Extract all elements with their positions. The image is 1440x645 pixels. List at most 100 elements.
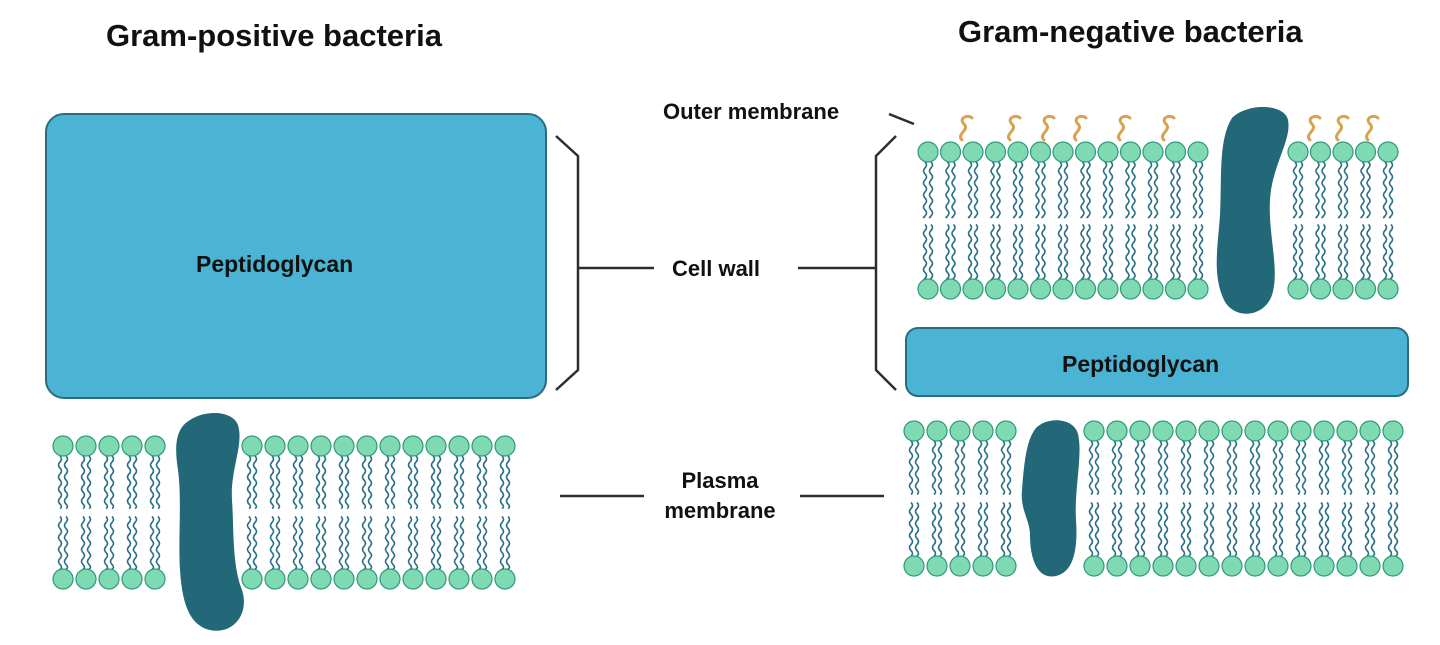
lipid-tail bbox=[390, 455, 396, 510]
phospholipid-head bbox=[1359, 555, 1381, 577]
phospholipid-head bbox=[1221, 555, 1243, 577]
lipid-tail bbox=[63, 455, 69, 510]
phospholipid-head bbox=[1354, 141, 1377, 163]
lipid-tail bbox=[1147, 223, 1153, 281]
phospholipid-head bbox=[1332, 141, 1354, 163]
lipid-tail bbox=[1343, 223, 1349, 281]
lipid-tail bbox=[1153, 223, 1159, 281]
phospholipid-head bbox=[1309, 278, 1332, 300]
lipid-tail bbox=[126, 515, 132, 570]
phospholipid-head bbox=[1142, 278, 1164, 300]
lipid-tail bbox=[252, 455, 258, 510]
lipid-tail bbox=[1147, 161, 1153, 219]
phospholipid-head bbox=[402, 435, 424, 457]
lipid-tail bbox=[1111, 501, 1117, 557]
lipid-tail bbox=[499, 515, 505, 570]
phospholipid-head bbox=[1083, 420, 1105, 442]
lipid-tail bbox=[1364, 501, 1370, 557]
lipid-tail bbox=[1086, 223, 1091, 281]
lipid-tail bbox=[967, 223, 973, 281]
phospholipid-head bbox=[1198, 420, 1220, 442]
lipid-tail bbox=[155, 455, 161, 510]
lipid-tail bbox=[505, 455, 511, 510]
lipid-tail bbox=[1198, 161, 1204, 219]
phospholipid-head bbox=[144, 435, 166, 457]
lipid-tail bbox=[1366, 223, 1371, 281]
lipid-tail bbox=[1315, 223, 1320, 281]
phospholipid-head bbox=[1106, 555, 1128, 577]
lipid-tail bbox=[1301, 440, 1307, 496]
lipid-tail bbox=[413, 455, 419, 510]
lipid-tail bbox=[1063, 223, 1069, 281]
phospholipid-head bbox=[144, 568, 166, 590]
lipid-tail bbox=[1226, 440, 1232, 496]
phospholipid-head bbox=[1309, 141, 1332, 163]
lipid-tail bbox=[1301, 501, 1307, 557]
lipid-tail bbox=[1393, 440, 1399, 496]
lipid-tail bbox=[973, 161, 979, 219]
phospholipid-head bbox=[1332, 278, 1354, 300]
cell-wall-bracket-left bbox=[555, 135, 580, 391]
lipid-tail bbox=[1086, 161, 1091, 219]
phospholipid-head bbox=[52, 435, 74, 457]
phospholipid-head bbox=[1175, 420, 1197, 442]
phospholipid-head bbox=[1382, 555, 1404, 577]
lipid-tail bbox=[103, 455, 109, 510]
lipid-tail bbox=[908, 501, 914, 557]
phospholipid-head bbox=[939, 278, 962, 300]
phospholipid-head bbox=[1359, 420, 1381, 442]
lipid-tail bbox=[453, 455, 459, 510]
lipid-tail bbox=[1134, 440, 1140, 496]
cell-wall-bracket-right bbox=[874, 135, 897, 391]
lipid-tail bbox=[1324, 501, 1330, 557]
phospholipid-head bbox=[379, 435, 401, 457]
lipid-tail bbox=[1163, 501, 1169, 557]
carbohydrate-chain bbox=[1307, 114, 1322, 142]
phospholipid-head bbox=[984, 278, 1007, 300]
lipid-tail bbox=[1041, 161, 1046, 219]
lipid-tail bbox=[1012, 223, 1018, 281]
lipid-tail bbox=[1117, 501, 1123, 557]
lipid-tail bbox=[1249, 440, 1255, 496]
lipid-tail bbox=[1360, 161, 1365, 219]
lipid-tail bbox=[1337, 161, 1343, 219]
lipid-tail bbox=[1170, 223, 1175, 281]
phospholipid-head bbox=[1187, 141, 1209, 163]
lipid-tail bbox=[1176, 161, 1181, 219]
phospholipid-head bbox=[333, 568, 355, 590]
lipid-tail bbox=[1018, 161, 1024, 219]
lipid-tail bbox=[1035, 161, 1040, 219]
lipid-tail bbox=[1347, 501, 1353, 557]
lipid-tail bbox=[459, 455, 465, 510]
lipid-tail bbox=[922, 161, 928, 219]
lipid-tail bbox=[928, 161, 934, 219]
lipid-tail bbox=[1180, 501, 1186, 557]
phospholipid-head bbox=[926, 555, 948, 577]
lipid-tail bbox=[1337, 223, 1343, 281]
lipid-tail bbox=[63, 515, 69, 570]
phospholipid-head bbox=[972, 555, 994, 577]
title-gram-negative: Gram-negative bacteria bbox=[958, 14, 1303, 49]
lipopolysaccharide-chains bbox=[959, 114, 1380, 142]
phospholipid-head bbox=[962, 278, 984, 300]
lipid-tail bbox=[459, 515, 465, 570]
lipid-tail bbox=[967, 161, 973, 219]
label-cell-wall: Cell wall bbox=[672, 256, 761, 281]
lipid-tail bbox=[1134, 501, 1140, 557]
lipid-tail bbox=[430, 515, 436, 570]
lipid-tail bbox=[937, 501, 943, 557]
lipid-tail bbox=[1388, 161, 1394, 219]
lipid-tail bbox=[990, 223, 995, 281]
outer-membrane-bilayer-gram-negative bbox=[917, 141, 1399, 300]
carbohydrate-chain bbox=[959, 114, 974, 142]
lipid-tail bbox=[1192, 161, 1198, 219]
phospholipid-head bbox=[1267, 555, 1289, 577]
carbohydrate-chain bbox=[1041, 114, 1056, 142]
membrane-protein-gram-positive bbox=[176, 413, 244, 631]
phospholipid-head bbox=[333, 435, 355, 457]
phospholipid-head bbox=[926, 420, 948, 442]
phospholipid-head bbox=[949, 555, 971, 577]
lipid-tail bbox=[361, 515, 367, 570]
lipid-tail bbox=[1080, 223, 1085, 281]
lipid-tail bbox=[914, 440, 920, 496]
